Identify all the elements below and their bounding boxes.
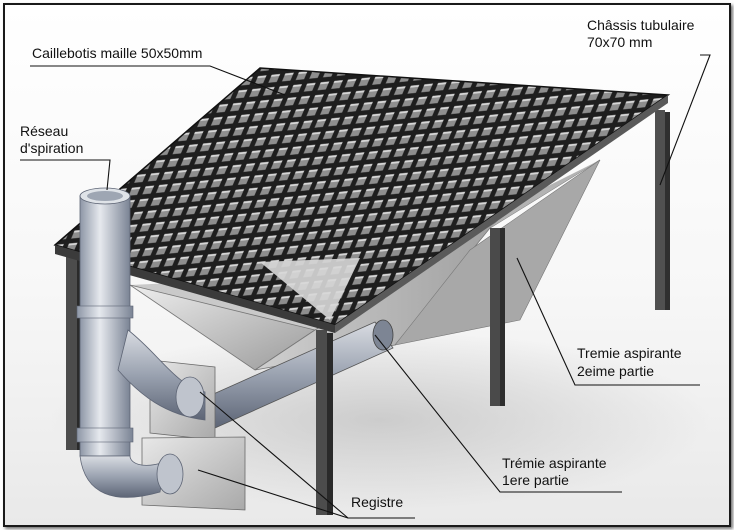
label-hopper2-line2: 2eime partie	[577, 363, 655, 379]
leader-lines	[20, 54, 711, 519]
label-frame-line1: Châssis tubulaire	[587, 17, 695, 33]
leg-front-middle	[316, 330, 327, 515]
label-network-line2: d'spiration	[20, 140, 84, 156]
label-network-line1: Réseau	[20, 123, 69, 139]
leg-rear-middle	[490, 228, 500, 406]
label-hopper1-line2: 1ere partie	[502, 472, 569, 488]
leg-rear-right	[655, 110, 665, 310]
label-hopper2-line1: Tremie aspirante	[577, 345, 682, 361]
label-grating: Caillebotis maille 50x50mm	[32, 45, 203, 61]
label-hopper1-line1: Trémie aspirante	[502, 455, 607, 471]
grating-panel	[53, 67, 671, 333]
leg-front-left	[66, 255, 77, 450]
aspiration-network-pipe	[76, 187, 206, 498]
label-damper: Registre	[351, 494, 404, 510]
horizontal-duct	[199, 319, 394, 429]
label-frame-line2: 70x70 mm	[587, 34, 653, 50]
